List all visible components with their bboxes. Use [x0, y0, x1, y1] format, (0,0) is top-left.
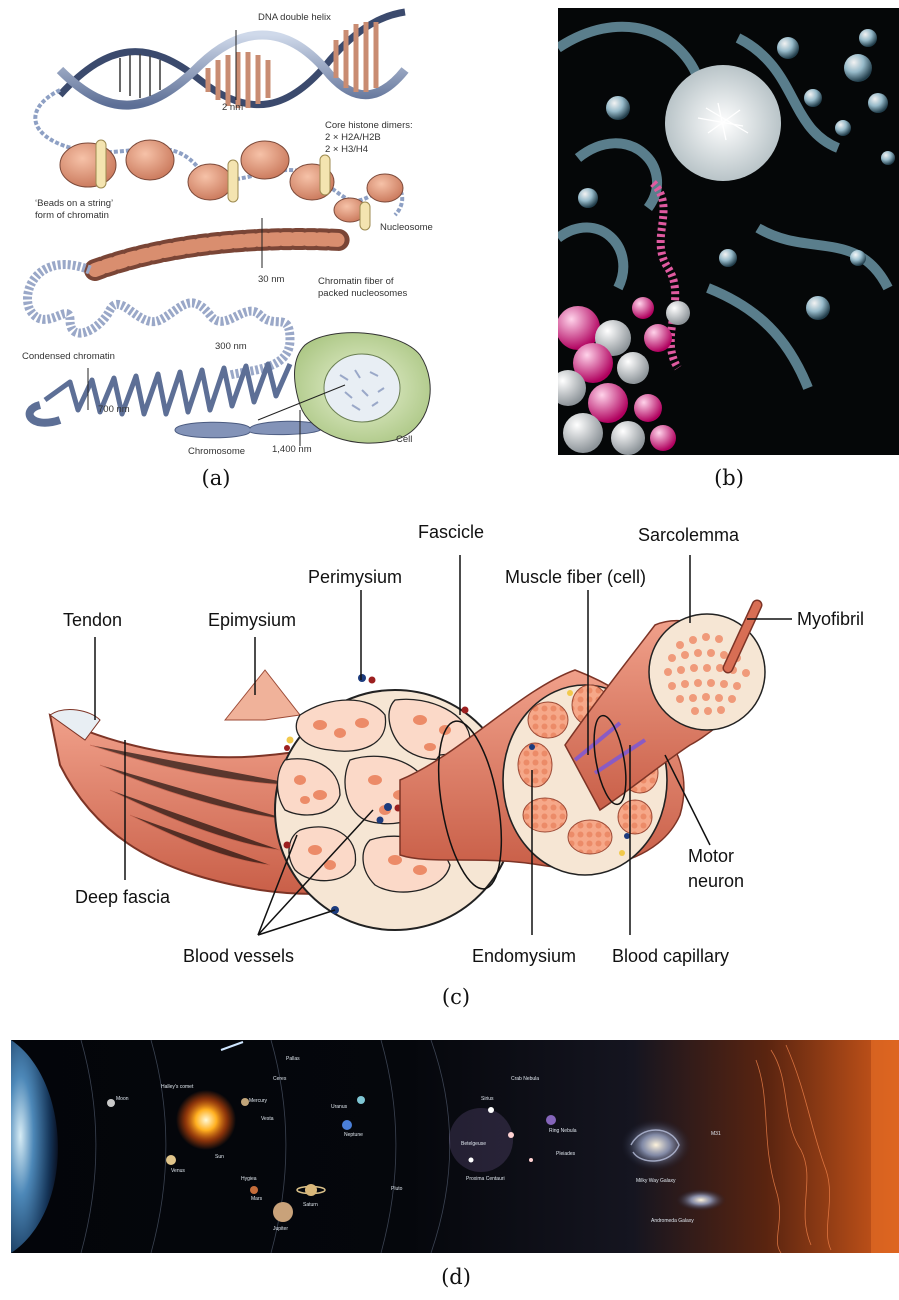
label-condensed-chromatin: Condensed chromatin — [22, 351, 115, 362]
label-pleiades: Pleiades — [556, 1151, 576, 1157]
moon — [107, 1099, 115, 1107]
label-motor: Motor — [688, 846, 734, 866]
label-300nm: 300 nm — [215, 341, 247, 352]
label-betelgeuse: Betelgeuse — [461, 1141, 486, 1147]
muscle-diagram-svg: Fascicle Sarcolemma Perimysium Muscle fi… — [0, 515, 899, 975]
label-core-histone: Core histone dimers: — [325, 120, 413, 131]
label-blood-vessels: Blood vessels — [183, 946, 294, 966]
label-1400nm: 1,400 nm — [272, 444, 312, 455]
label-pallas: Pallas — [286, 1056, 300, 1062]
label-30nm: 30 nm — [258, 274, 284, 285]
label-pluto: Pluto — [391, 1186, 403, 1192]
label-ring-nebula: Ring Nebula — [549, 1128, 577, 1134]
sun — [176, 1090, 236, 1150]
panel-d-universe-map: Moon Sun Venus Mercury Mars Jupiter Satu… — [11, 1040, 899, 1253]
chromosome: Chromosome 1,400 nm — [175, 410, 322, 457]
label-hygiea: Hygiea — [241, 1176, 257, 1182]
label-tendon: Tendon — [63, 610, 122, 630]
andromeda — [676, 1189, 726, 1211]
chromatin-fiber-30nm: 30 nm Chromatin fiber of packed nucleoso… — [95, 218, 407, 299]
mercury — [241, 1098, 249, 1106]
venus — [166, 1155, 176, 1165]
label-milky-way: Milky Way Galaxy — [636, 1178, 676, 1184]
label-proxima: Proxima Centauri — [466, 1176, 505, 1182]
label-sun: Sun — [215, 1154, 224, 1160]
label-fascicle: Fascicle — [418, 522, 484, 542]
cmb-edge — [871, 1040, 899, 1253]
caption-a: (a) — [186, 466, 246, 490]
label-venus: Venus — [171, 1168, 185, 1174]
label-muscle-fiber: Muscle fiber (cell) — [505, 567, 646, 587]
caption-d: (d) — [426, 1265, 486, 1289]
label-neptune: Neptune — [344, 1132, 363, 1138]
caption-b: (b) — [699, 466, 759, 490]
label-chromosome: Chromosome — [188, 446, 245, 457]
label-mercury: Mercury — [249, 1098, 268, 1104]
label-jupiter: Jupiter — [273, 1226, 288, 1232]
label-epimysium: Epimysium — [208, 610, 296, 630]
panel-b-molecular-illustration — [558, 8, 899, 455]
label-neuron: neuron — [688, 871, 744, 891]
label-sarcolemma: Sarcolemma — [638, 525, 740, 545]
label-perimysium: Perimysium — [308, 567, 402, 587]
panel-c-muscle-diagram: Fascicle Sarcolemma Perimysium Muscle fi… — [0, 515, 899, 975]
label-dna-double-helix: DNA double helix — [258, 12, 331, 23]
label-blood-capillary: Blood capillary — [612, 946, 729, 966]
label-halley: Halley's comet — [161, 1084, 194, 1090]
caption-c: (c) — [426, 985, 486, 1009]
label-700nm: 700 nm — [98, 404, 130, 415]
label-deep-fascia: Deep fascia — [75, 887, 171, 907]
milky-way — [621, 1119, 691, 1171]
panel-a-chromatin-diagram: DNA double helix 2 nm Core histone dimer… — [0, 0, 450, 465]
label-myofibril: Myofibril — [797, 609, 864, 629]
label-endomysium: Endomysium — [472, 946, 576, 966]
neptune — [342, 1120, 352, 1130]
label-fiber-line1: Chromatin fiber of — [318, 276, 394, 287]
label-ceres: Ceres — [273, 1076, 287, 1082]
dna-double-helix: DNA double helix 2 nm — [60, 12, 405, 113]
mars — [250, 1186, 258, 1194]
molecular-illustration-svg — [558, 8, 899, 455]
label-fiber-line2: packed nucleosomes — [318, 288, 407, 299]
label-uranus: Uranus — [331, 1104, 348, 1110]
label-crab: Crab Nebula — [511, 1076, 539, 1082]
epimysium-flap — [225, 670, 300, 720]
label-sirius: Sirius — [481, 1096, 494, 1102]
label-beads-line2: form of chromatin — [35, 210, 109, 221]
label-beads-line1: ‘Beads on a string’ — [35, 198, 113, 209]
label-2nm: 2 nm — [222, 102, 243, 113]
universe-map-svg: Moon Sun Venus Mercury Mars Jupiter Satu… — [11, 1040, 899, 1253]
label-cell: Cell — [396, 434, 412, 445]
label-m31: M31 — [711, 1131, 721, 1137]
label-moon: Moon — [116, 1096, 129, 1102]
jupiter — [273, 1202, 293, 1222]
label-h2a-h2b: 2 × H2A/H2B — [325, 132, 381, 143]
label-saturn: Saturn — [303, 1202, 318, 1208]
label-nucleosome: Nucleosome — [380, 222, 433, 233]
label-mars: Mars — [251, 1196, 263, 1202]
chromatin-diagram-svg: DNA double helix 2 nm Core histone dimer… — [0, 0, 450, 465]
label-andromeda: Andromeda Galaxy — [651, 1218, 694, 1224]
label-vesta: Vesta — [261, 1116, 274, 1122]
uranus — [357, 1096, 365, 1104]
label-h3-h4: 2 × H3/H4 — [325, 144, 368, 155]
